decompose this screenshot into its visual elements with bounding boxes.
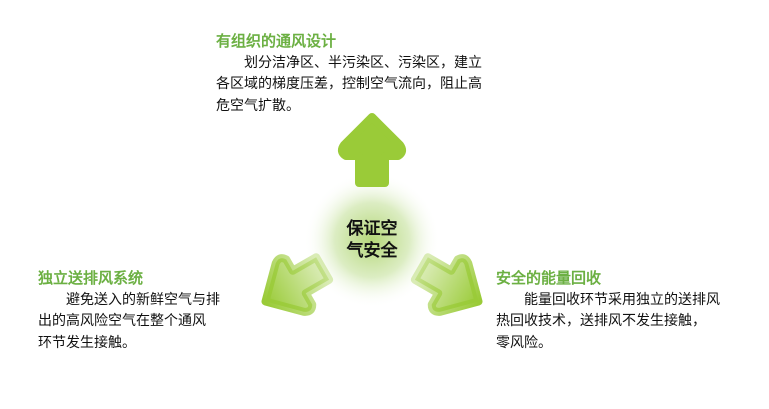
block-text: 危空气扩散。 bbox=[216, 97, 300, 114]
block-independent-supply-exhaust: 独立送排风系统 避免送入的新鲜空气与排 出的高风险空气在整个通风 环节发生接触。 bbox=[38, 268, 220, 354]
center-glow bbox=[304, 172, 440, 308]
block-text: 出的高风险空气在整个通风 bbox=[38, 313, 206, 329]
block-text: 能量回收环节采用独立的送排风 bbox=[496, 291, 720, 308]
center-label: 保证空 气安全 bbox=[322, 218, 422, 262]
block-text: 热回收技术，送排风不发生接触， bbox=[496, 313, 706, 329]
block-text: 环节发生接触。 bbox=[38, 334, 136, 351]
block-title: 安全的能量回收 bbox=[496, 269, 602, 287]
center-line: 保证空 bbox=[346, 219, 398, 239]
block-title: 有组织的通风设计 bbox=[216, 32, 337, 50]
block-text: 各区域的梯度压差，控制空气流向，阻止高 bbox=[216, 76, 482, 92]
block-energy-recovery: 安全的能量回收 能量回收环节采用独立的送排风 热回收技术，送排风不发生接触， 零… bbox=[496, 268, 720, 354]
block-text: 划分洁净区、半污染区、污染区，建立 bbox=[216, 54, 482, 71]
block-text: 零风险。 bbox=[496, 334, 552, 351]
block-title: 独立送排风系统 bbox=[38, 269, 144, 287]
block-text: 避免送入的新鲜空气与排 bbox=[38, 291, 220, 308]
center-line: 气安全 bbox=[346, 241, 398, 261]
arrow-up-icon bbox=[342, 117, 402, 183]
block-ventilation-design: 有组织的通风设计 划分洁净区、半污染区、污染区，建立 各区域的梯度压差，控制空气… bbox=[216, 31, 482, 117]
